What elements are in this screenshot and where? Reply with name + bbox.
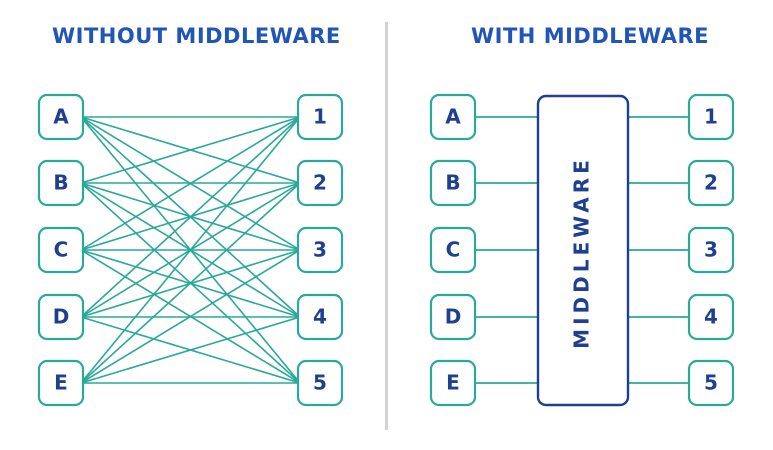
left-panel-title: WITHOUT MIDDLEWARE (52, 24, 341, 48)
left-target-node-1-label: 1 (313, 105, 327, 129)
left-source-node-d-label: D (53, 305, 70, 329)
panel-divider (385, 22, 388, 430)
left-target-node-5: 5 (296, 359, 344, 407)
left-source-node-e-label: E (54, 371, 68, 395)
right-target-node-5-box (687, 359, 735, 407)
left-target-node-3-box (296, 226, 344, 274)
right-target-node-2-box (687, 159, 735, 207)
left-target-node-2-box (296, 159, 344, 207)
left-source-node-a: A (37, 93, 85, 141)
right-source-node-b-box (429, 159, 477, 207)
right-target-node-1: 1 (687, 93, 735, 141)
mesh-connector-e-4 (80, 316, 301, 384)
left-target-node-4-label: 4 (313, 305, 327, 329)
right-target-node-4-box (687, 293, 735, 341)
right-target-node-5-label: 5 (704, 371, 718, 395)
left-source-node-c: C (37, 226, 85, 274)
left-target-node-5-box (296, 359, 344, 407)
left-target-node-5-label: 5 (313, 371, 327, 395)
right-target-node-4-label: 4 (704, 305, 718, 329)
left-target-node-2-label: 2 (313, 171, 327, 195)
right-source-node-d-box (429, 293, 477, 341)
right-source-node-c-box (429, 226, 477, 274)
right-target-node-5: 5 (687, 359, 735, 407)
left-source-node-b-label: B (53, 171, 68, 195)
left-target-node-4: 4 (296, 293, 344, 341)
mesh-connector-e-1 (80, 116, 301, 384)
left-source-node-a-box (37, 93, 85, 141)
left-source-node-c-box (37, 226, 85, 274)
mesh-connector-d-1 (80, 116, 301, 318)
right-source-node-b-label: B (445, 171, 460, 195)
middleware-box-frame (536, 94, 630, 407)
left-source-node-c-label: C (54, 238, 69, 262)
right-source-node-e-box (429, 359, 477, 407)
left-target-node-1: 1 (296, 93, 344, 141)
left-target-node-4-box (296, 293, 344, 341)
right-target-node-2-label: 2 (704, 171, 718, 195)
left-source-node-b-box (37, 159, 85, 207)
mesh-connector-c-1 (80, 116, 301, 251)
right-source-node-b: B (429, 159, 477, 207)
right-target-node-2: 2 (687, 159, 735, 207)
left-source-node-e: E (37, 359, 85, 407)
mesh-connector-e-3 (80, 249, 301, 384)
right-source-node-a-label: A (445, 105, 461, 129)
left-source-node-d-box (37, 293, 85, 341)
middleware-label: MIDDLEWARE (570, 156, 594, 349)
left-source-node-d: D (37, 293, 85, 341)
right-target-node-3-box (687, 226, 735, 274)
left-target-node-1-box (296, 93, 344, 141)
right-target-node-3-label: 3 (704, 238, 718, 262)
mesh-connector-b-1 (80, 116, 301, 184)
left-target-node-3-label: 3 (313, 238, 327, 262)
right-source-node-c-label: C (446, 238, 461, 262)
right-source-node-a-box (429, 93, 477, 141)
left-target-node-2: 2 (296, 159, 344, 207)
left-source-node-a-label: A (53, 105, 69, 129)
left-source-node-e-box (37, 359, 85, 407)
right-source-node-e-label: E (446, 371, 460, 395)
right-target-node-1-box (687, 93, 735, 141)
left-target-node-3: 3 (296, 226, 344, 274)
right-target-node-3: 3 (687, 226, 735, 274)
right-target-node-4: 4 (687, 293, 735, 341)
right-source-node-c: C (429, 226, 477, 274)
nodes: A B C D E 1 2 3 4 5 A B C D E 1 2 3 4 5 MIDDLEWARE (37, 93, 735, 407)
left-source-node-b: B (37, 159, 85, 207)
right-target-node-1-label: 1 (704, 105, 718, 129)
right-source-node-a: A (429, 93, 477, 141)
right-source-node-d-label: D (445, 305, 462, 329)
right-panel-title: WITH MIDDLEWARE (471, 24, 709, 48)
right-source-node-e: E (429, 359, 477, 407)
mesh-connector-e-2 (80, 182, 301, 384)
middleware-box: MIDDLEWARE (536, 94, 630, 407)
connector-lines (80, 116, 689, 384)
right-source-node-d: D (429, 293, 477, 341)
